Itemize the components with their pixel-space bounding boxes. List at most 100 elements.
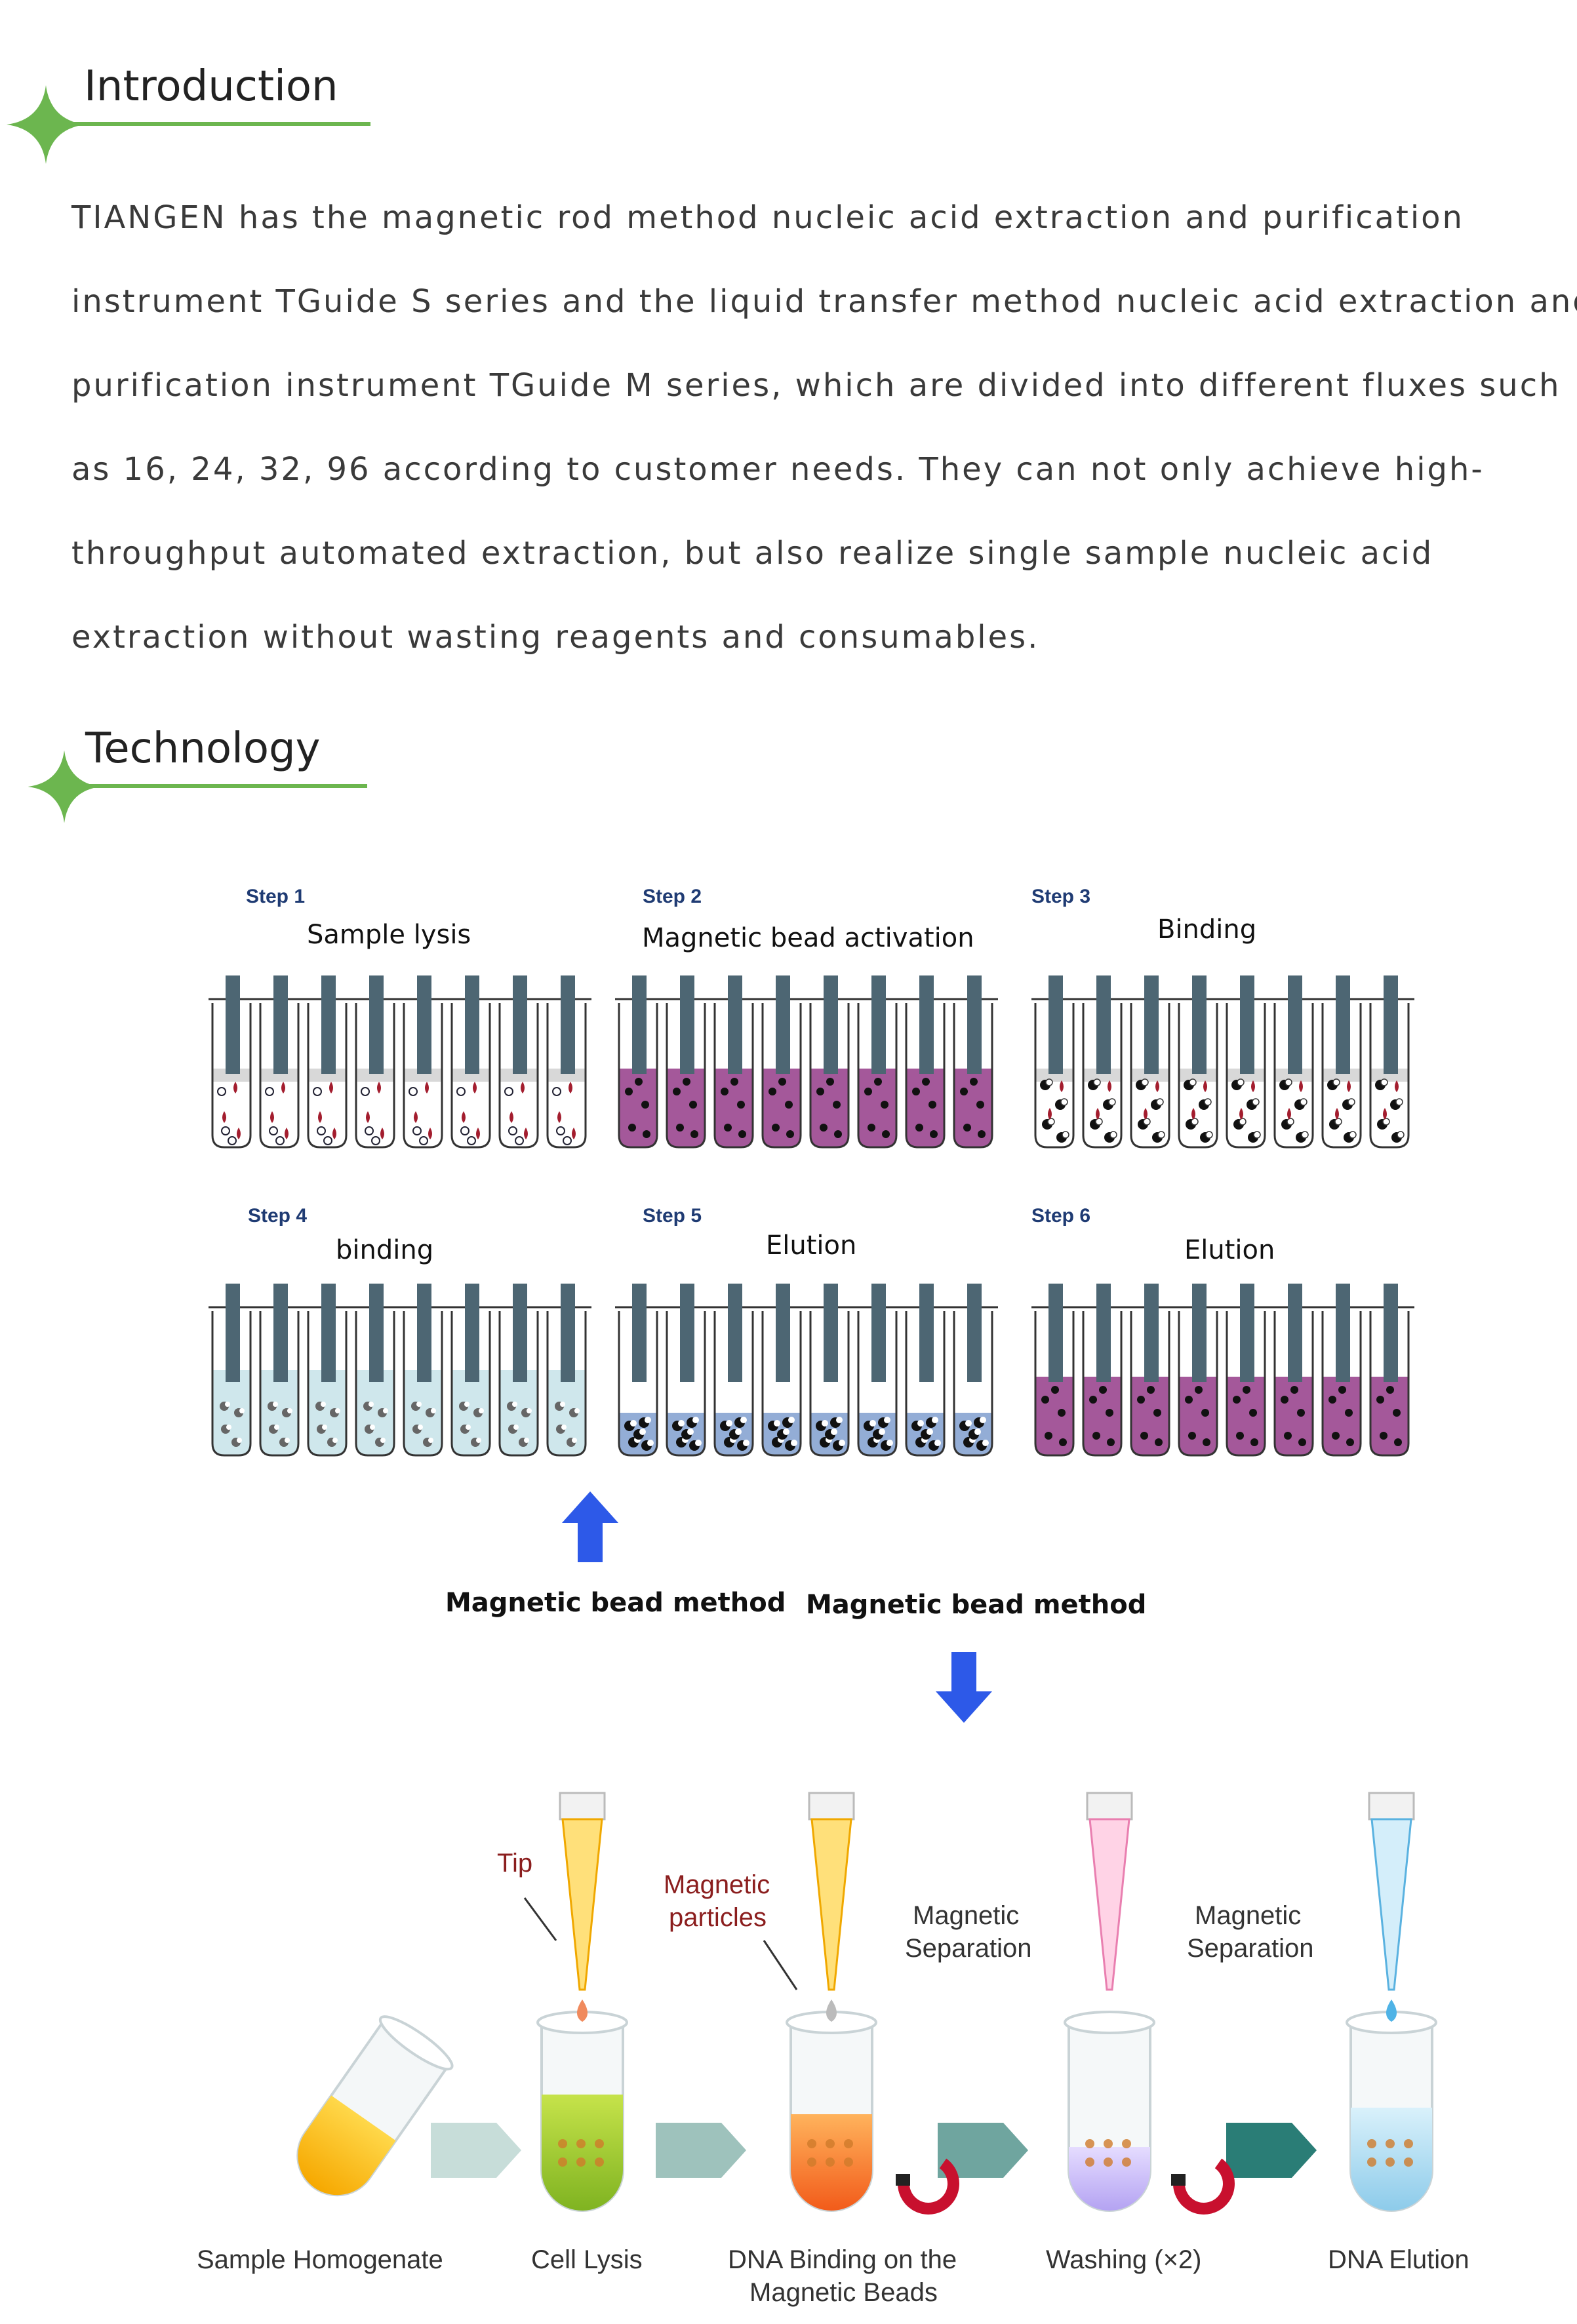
flow-arrow-1 [431, 2123, 521, 2178]
magnet-icon [896, 2158, 959, 2215]
tube [666, 975, 706, 1149]
tip-pipette-4 [1368, 1792, 1415, 2022]
tube [1034, 1284, 1075, 1457]
tube [1226, 1284, 1266, 1457]
tube [1082, 1284, 1123, 1457]
tube [857, 975, 898, 1149]
step-5-number: Step 5 [643, 1205, 702, 1227]
tube [1273, 1284, 1314, 1457]
tube [307, 1284, 348, 1457]
tech-underline [64, 784, 367, 788]
tube [498, 1284, 539, 1457]
tube [809, 1284, 850, 1457]
tube [761, 1284, 802, 1457]
intro-underline [46, 122, 370, 126]
tube [713, 975, 754, 1149]
step-5-name: Elution [766, 1231, 857, 1261]
tip-label: Tip [497, 1849, 533, 1878]
tube [355, 1284, 395, 1457]
tech-title: Technology [85, 724, 321, 773]
tube [498, 975, 539, 1149]
tube [1321, 975, 1362, 1149]
intro-line: throughput automated extraction, but als… [71, 535, 1434, 572]
tube [355, 975, 395, 1149]
flow-arrow-4 [1226, 2123, 1317, 2178]
step-4-name: binding [336, 1235, 434, 1265]
tube [953, 975, 993, 1149]
tube [1130, 975, 1170, 1149]
stage-label-cell-lysis: Cell Lysis [531, 2245, 643, 2274]
tube [259, 1284, 300, 1457]
tube [403, 975, 443, 1149]
method-label-right: Magnetic bead method [806, 1590, 1147, 1620]
step-5-plate [615, 1284, 998, 1457]
tube [211, 1284, 252, 1457]
tube [450, 975, 491, 1149]
tube [618, 975, 658, 1149]
tube [1130, 1284, 1170, 1457]
step-6-number: Step 6 [1031, 1205, 1091, 1227]
step-2-name: Magnetic bead activation [642, 923, 974, 953]
tube [905, 1284, 946, 1457]
intro-title: Introduction [84, 62, 338, 111]
tube [1178, 1284, 1218, 1457]
step-1-plate [209, 975, 591, 1149]
dna-binding-tube [786, 2011, 877, 2212]
intro-line: instrument TGuide S series and the liqui… [71, 283, 1577, 320]
separation-label-2-line1: Magnetic [1195, 1901, 1302, 1930]
tube [546, 975, 587, 1149]
tube [307, 975, 348, 1149]
step-1-name: Sample lysis [307, 920, 471, 950]
step-3-plate [1031, 975, 1414, 1149]
tube [618, 1284, 658, 1457]
step-1-number: Step 1 [246, 886, 306, 907]
intro-line: as 16, 24, 32, 96 according to customer … [71, 451, 1485, 488]
tip-pipette-1 [559, 1792, 606, 2022]
dna-elution-tube [1346, 2011, 1437, 2212]
flow-arrow-2 [656, 2123, 746, 2178]
arrow-up-icon [562, 1491, 618, 1562]
tube [953, 1284, 993, 1457]
tube [1369, 975, 1410, 1149]
intro-line: TIANGEN has the magnetic rod method nucl… [71, 199, 1464, 236]
stage-label-dna-binding-line1: DNA Binding on the [728, 2245, 957, 2274]
tube [546, 1284, 587, 1457]
step-3-name: Binding [1157, 915, 1257, 945]
intro-line: purification instrument TGuide M series,… [71, 367, 1561, 404]
particles-label-line2: particles [669, 1903, 767, 1932]
tube [857, 1284, 898, 1457]
step-2-plate [615, 975, 998, 1149]
stage-label-sample-homogenate: Sample Homogenate [197, 2245, 443, 2274]
tube [1369, 1284, 1410, 1457]
particles-pointer [763, 1940, 798, 1990]
step-3-number: Step 3 [1031, 886, 1091, 907]
tube [1226, 975, 1266, 1149]
workflow-illustration [296, 1792, 1437, 2215]
tube [403, 1284, 443, 1457]
tube [761, 975, 802, 1149]
washing-tube [1064, 2011, 1155, 2212]
arrow-down-icon [936, 1652, 992, 1723]
tube [1273, 975, 1314, 1149]
step-4-number: Step 4 [248, 1205, 308, 1227]
step-6-name: Elution [1184, 1235, 1275, 1265]
tube [259, 975, 300, 1149]
intro-line: extraction without wasting reagents and … [71, 619, 1040, 656]
tube [809, 975, 850, 1149]
tube [211, 975, 252, 1149]
tube [666, 1284, 706, 1457]
step-4-plate [209, 1284, 591, 1457]
sparkle-icon [28, 750, 101, 823]
tube [1034, 975, 1075, 1149]
tip-pointer [523, 1897, 557, 1941]
stage-label-washing: Washing (×2) [1046, 2245, 1202, 2274]
tube [450, 1284, 491, 1457]
step-2-number: Step 2 [643, 886, 702, 907]
tip-pipette-2 [808, 1792, 855, 2022]
cell-lysis-tube [536, 2011, 628, 2212]
tube [1082, 975, 1123, 1149]
intro-paragraph: TIANGEN has the magnetic rod method nucl… [71, 176, 1577, 679]
particles-label-line1: Magnetic [664, 1870, 770, 1899]
tube [1321, 1284, 1362, 1457]
separation-label-1-line2: Separation [905, 1934, 1032, 1963]
